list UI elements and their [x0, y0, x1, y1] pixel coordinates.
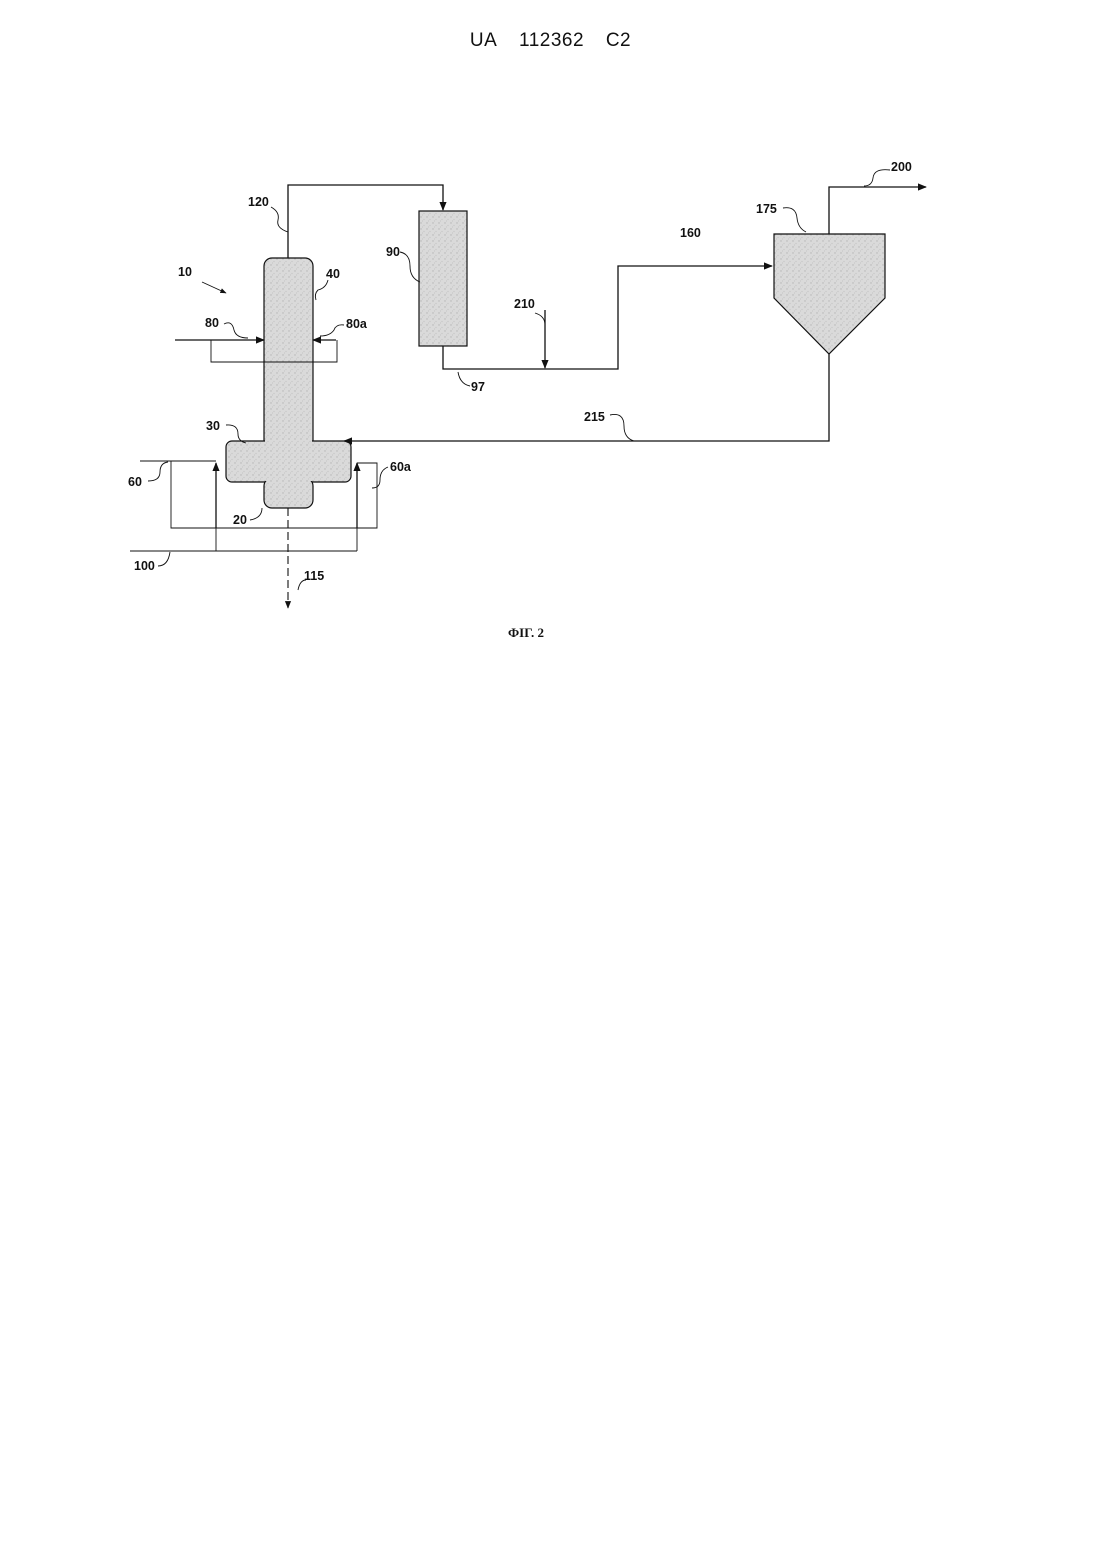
- reactor-bottom-20: [264, 478, 313, 508]
- label-80: 80: [205, 316, 219, 330]
- hopper-vessel-175: [774, 234, 885, 354]
- label-97: 97: [471, 380, 485, 394]
- label-60: 60: [128, 475, 142, 489]
- label-90: 90: [386, 245, 400, 259]
- line-215: [344, 354, 829, 441]
- label-120: 120: [248, 195, 269, 209]
- vessel-90: [419, 211, 467, 346]
- label-20: 20: [233, 513, 247, 527]
- label-200: 200: [891, 160, 912, 174]
- riser-vessel-40: [264, 258, 313, 448]
- label-80a: 80a: [346, 317, 368, 331]
- label-30: 30: [206, 419, 220, 433]
- label-115: 115: [304, 569, 324, 583]
- label-215: 215: [584, 410, 605, 424]
- label-10: 10: [178, 265, 192, 279]
- figure-caption: ФІГ. 2: [508, 625, 544, 640]
- label-40: 40: [326, 267, 340, 281]
- label-60a: 60a: [390, 460, 412, 474]
- line-97-160: [443, 266, 772, 369]
- line-200: [829, 187, 926, 234]
- label-160: 160: [680, 226, 701, 240]
- label-100: 100: [134, 559, 155, 573]
- label-175: 175: [756, 202, 777, 216]
- reactor-body-30: [226, 441, 351, 482]
- label-210: 210: [514, 297, 535, 311]
